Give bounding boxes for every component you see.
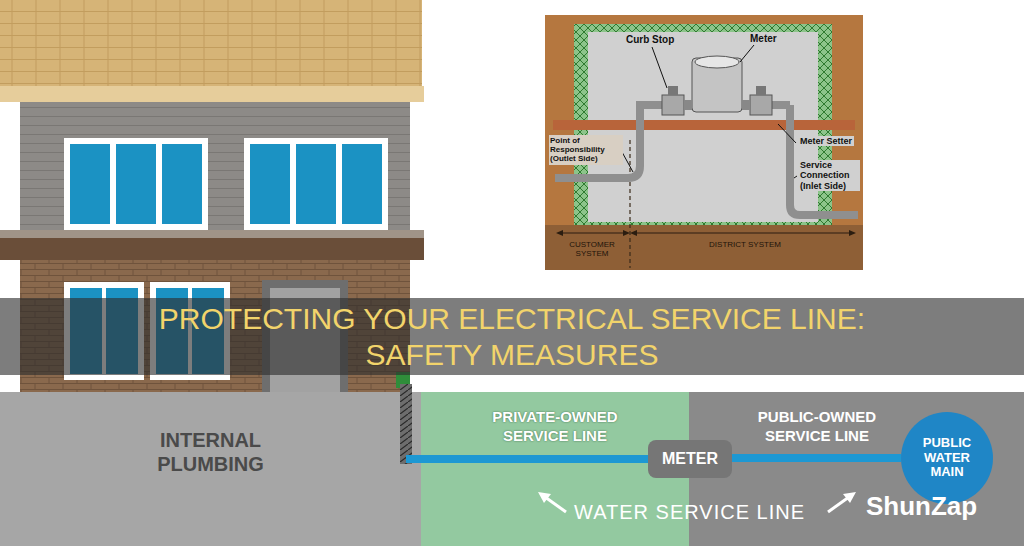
- meter-pit-inset: [684, 100, 692, 110]
- house: [0, 238, 424, 260]
- water-pipe: [732, 454, 901, 462]
- internal-plumbing-region: INTERNAL PLUMBING: [0, 392, 421, 546]
- node-text-group: INTERNAL PLUMBING: [136, 428, 286, 546]
- meter-pit-inset: [545, 15, 863, 270]
- meter-pit-inset: [794, 176, 797, 178]
- meter-pit-inset: [695, 56, 739, 68]
- ground: [0, 392, 421, 546]
- part-label: Point of Responsibility (Outlet Side): [549, 135, 623, 165]
- direction-arrows: [538, 492, 551, 503]
- node-label: PUBLIC-OWNED SERVICE LINE: [737, 408, 897, 446]
- meter-pit-inset: [545, 225, 863, 270]
- line-caption: WATER SERVICE LINE: [574, 501, 805, 524]
- meter-pit-inset: [652, 47, 667, 88]
- node-text-group: PUBLIC WATER MAIN: [912, 436, 982, 481]
- house: [0, 0, 422, 92]
- node-label: PUBLIC WATER MAIN: [912, 436, 982, 481]
- water-main-circle: PUBLIC WATER MAIN: [901, 412, 993, 504]
- house-pipe: [400, 384, 424, 464]
- ground: [0, 392, 1024, 546]
- node-text-group: METER: [662, 450, 718, 468]
- system-label: CUSTOMER SYSTEM: [556, 240, 628, 258]
- meter-pit-inset: [623, 230, 630, 236]
- meter-pit-inset: [553, 120, 855, 130]
- system-label: DISTRICT SYSTEM: [700, 240, 790, 249]
- house: [250, 144, 290, 224]
- node-label: PRIVATE-OWNED SERVICE LINE: [470, 408, 640, 446]
- meter-pit-inset: [742, 100, 750, 110]
- meter-pit-inset: [545, 15, 863, 270]
- water-pipe: [421, 455, 648, 463]
- title-band: [0, 298, 1024, 375]
- part-label: Service Connection (Inlet Side): [798, 160, 860, 191]
- part-label: Meter Setter: [798, 136, 854, 146]
- title: PROTECTING YOUR ELECTRICAL SERVICE LINE:…: [142, 301, 882, 373]
- house: [342, 144, 382, 224]
- meter-pit-inset: [560, 232, 852, 233]
- meter-pit-inset: [740, 45, 754, 62]
- direction-arrows: [545, 497, 566, 512]
- direction-arrows: [828, 497, 849, 512]
- house: [162, 144, 202, 224]
- node-text-group: PRIVATE-OWNED SERVICE LINE: [470, 408, 640, 546]
- meter-box: METER: [648, 440, 732, 478]
- meter-pit-inset: [556, 230, 563, 236]
- direction-arrows: [843, 492, 856, 503]
- watermark: ShunZap: [866, 492, 977, 522]
- house: [70, 144, 110, 224]
- house: [116, 144, 156, 224]
- meter-pit-inset: [629, 140, 630, 268]
- meter-pit-inset: [668, 86, 678, 95]
- house: [0, 86, 424, 102]
- house: [296, 144, 336, 224]
- meter-pit-inset: [756, 86, 766, 95]
- meter-pit-inset: [622, 152, 633, 172]
- part-label: Curb Stop: [624, 34, 676, 46]
- title-band: [0, 298, 1024, 375]
- house: [20, 102, 410, 234]
- node-label: INTERNAL PLUMBING: [136, 428, 286, 476]
- node-label: METER: [662, 450, 718, 468]
- house: [64, 138, 208, 230]
- meter-pit-inset: [750, 95, 772, 115]
- meter-pit-inset: [778, 124, 796, 143]
- meter-pit-inset: [849, 230, 856, 236]
- title-band-text: PROTECTING YOUR ELECTRICAL SERVICE LINE:…: [0, 298, 1024, 375]
- part-label: Meter: [748, 33, 779, 45]
- meter-pit-inset: [630, 230, 637, 236]
- house: [0, 230, 424, 238]
- house-pipe: [400, 384, 412, 464]
- meter-pit-inset: [662, 95, 684, 115]
- house: [244, 138, 388, 230]
